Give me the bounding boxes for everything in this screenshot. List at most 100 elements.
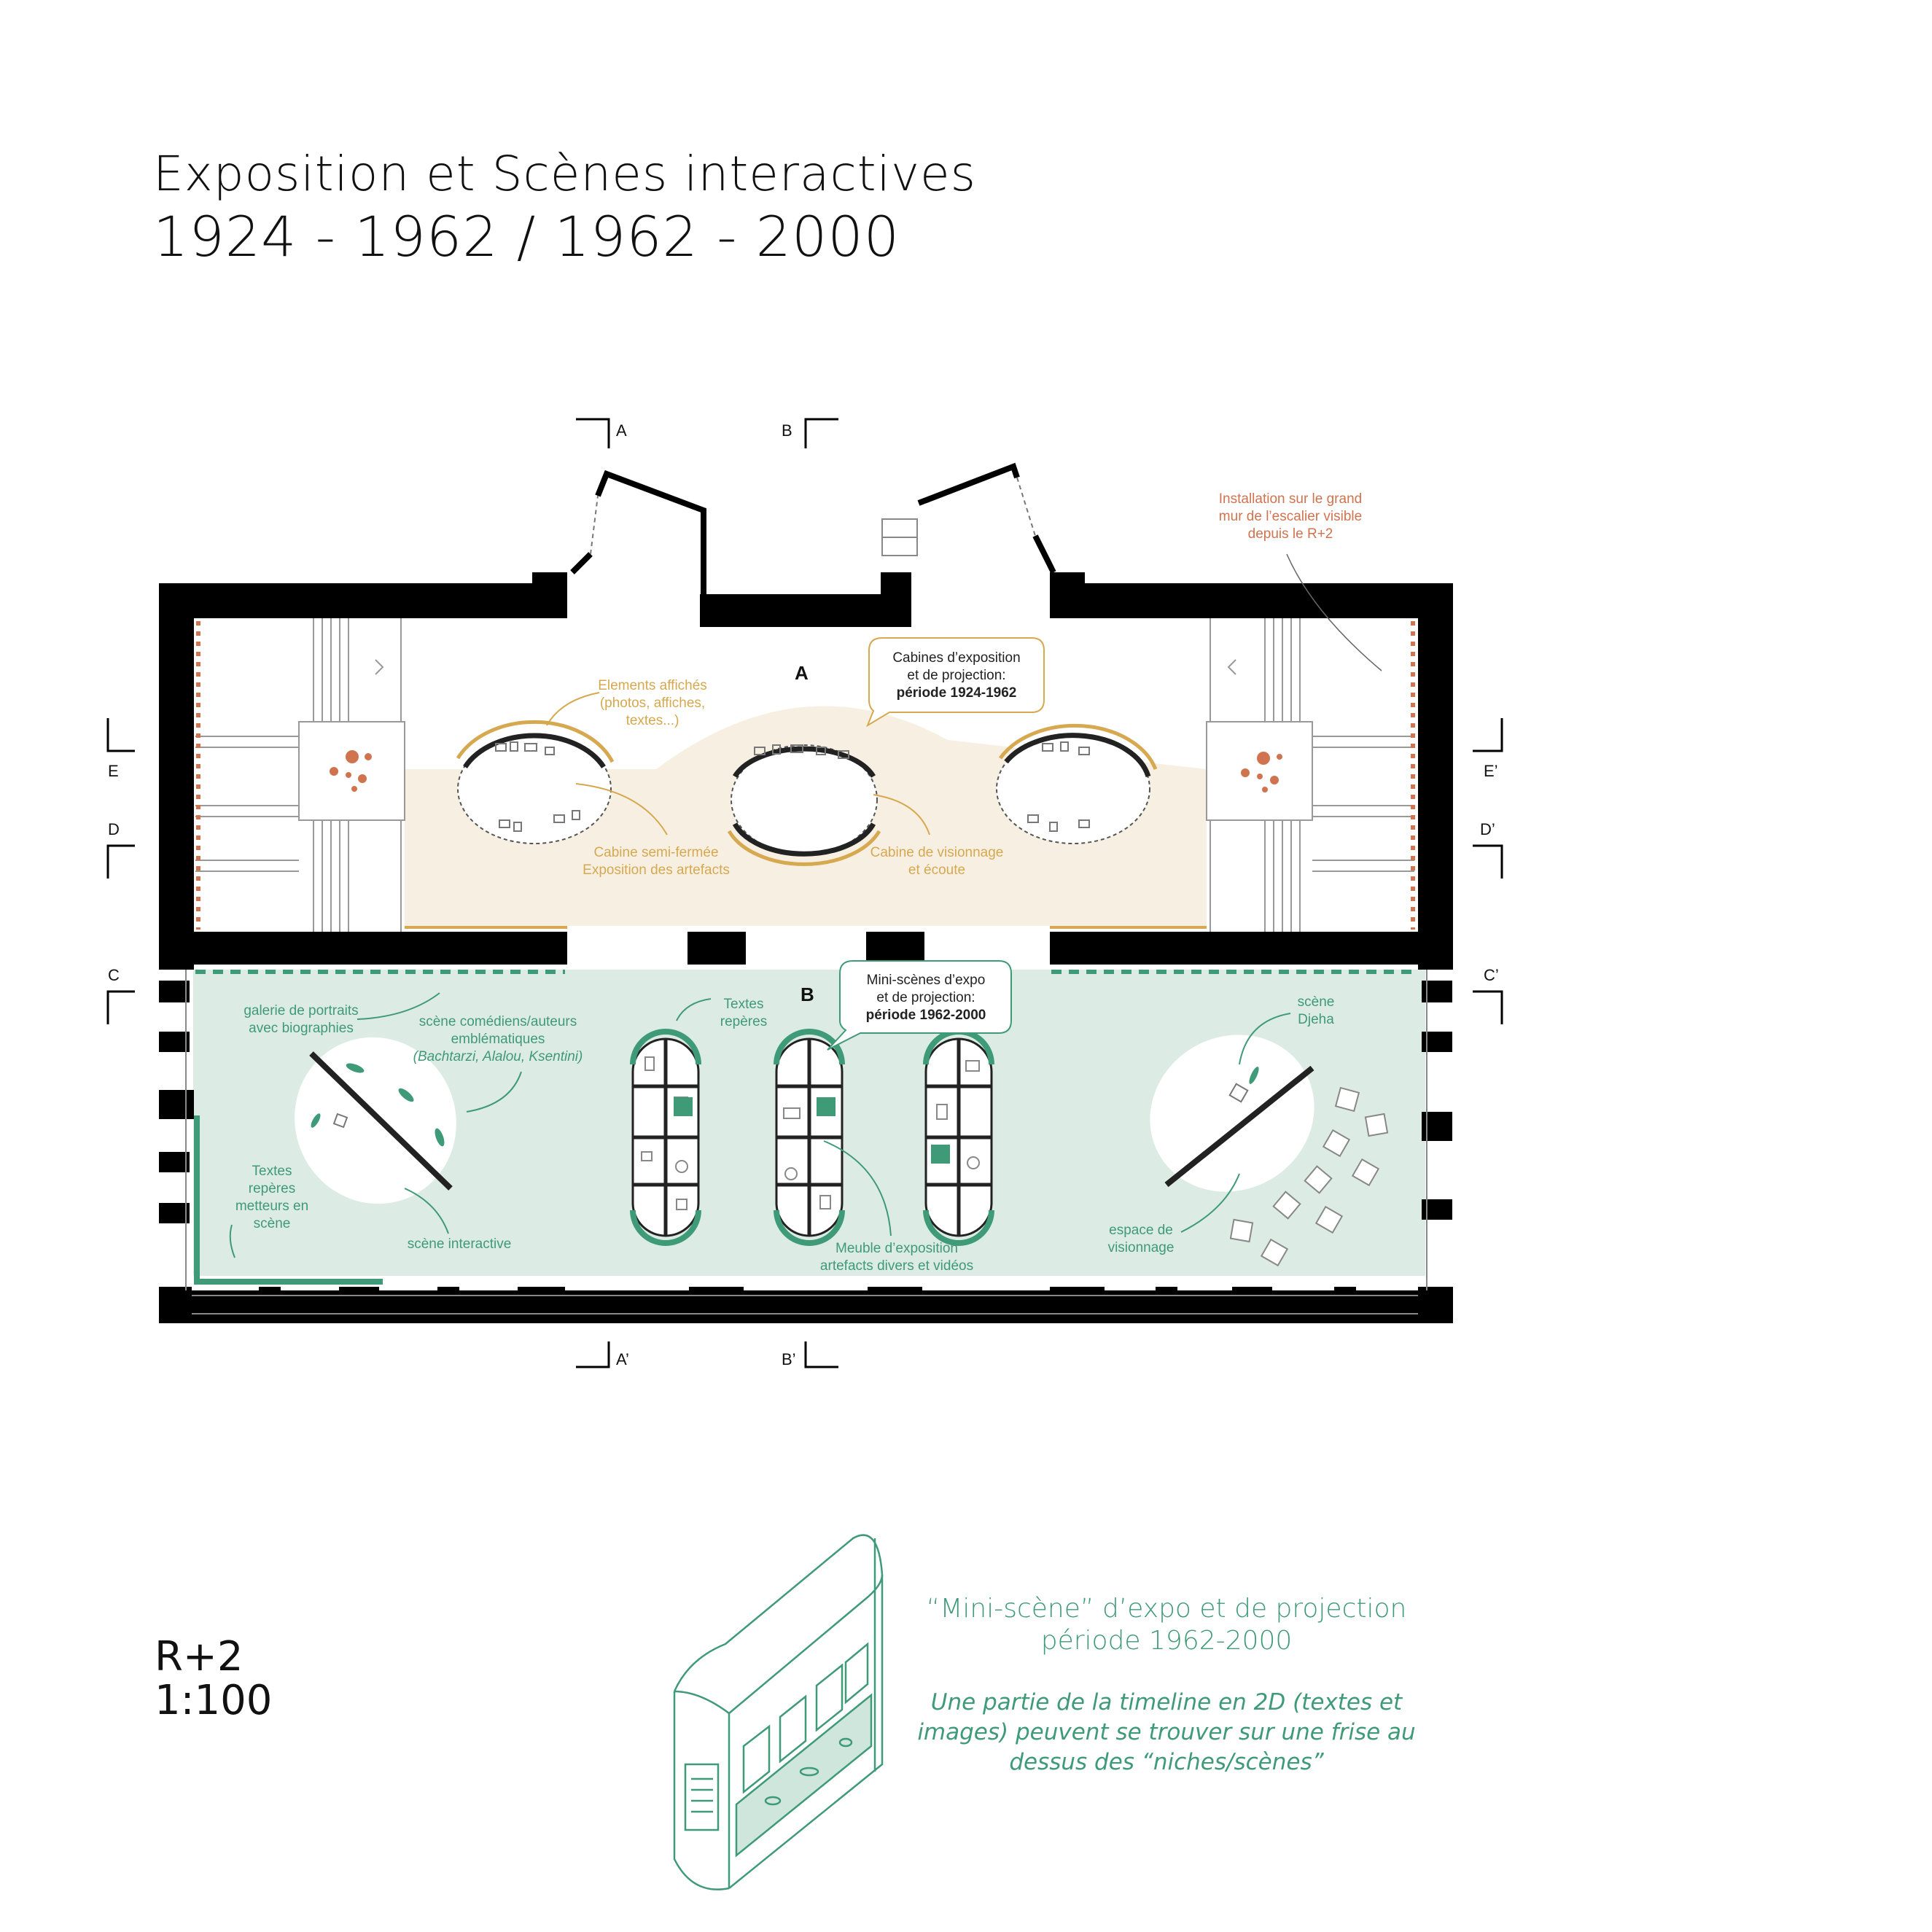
arrow-scene-interactive — [404, 1188, 449, 1234]
section-label-b: B — [782, 421, 792, 440]
svg-text:période 1962-2000: période 1962-2000 — [866, 1008, 986, 1023]
mini-scene-isometric — [673, 1534, 884, 1890]
svg-text:repères: repères — [720, 1014, 767, 1029]
svg-text:Djeha: Djeha — [1298, 1012, 1334, 1027]
level-label: R+2 — [155, 1633, 244, 1680]
arrow-textes-metteurs — [229, 1224, 235, 1258]
annotation-scene-comediens: scène comédiens/auteurs emblématiques (B… — [413, 1014, 583, 1064]
svg-text:scène: scène — [254, 1216, 291, 1231]
svg-text:Textes: Textes — [252, 1164, 292, 1179]
section-label-a: A — [616, 421, 627, 440]
annotation-elements-affiches: Elements affichés (photos, affiches, tex… — [598, 678, 707, 728]
svg-text:visionnage: visionnage — [1108, 1240, 1175, 1255]
stair-landing-left — [298, 721, 405, 821]
callout-mini-scenes-1962: Mini-scènes d’expo et de projection: pér… — [827, 960, 1012, 1051]
svg-text:galerie de portraits: galerie de portraits — [244, 1003, 358, 1018]
annotation-galerie: galerie de portraits avec biographies — [244, 1003, 358, 1036]
drawing-title: Exposition et Scènes interactives — [153, 146, 976, 202]
svg-text:artefacts divers et vidéos: artefacts divers et vidéos — [820, 1258, 973, 1274]
installation-dots-left — [330, 750, 372, 792]
annotation-textes-reperes: Textes repères — [720, 997, 767, 1029]
caption-title-line2: période 1962-2000 — [1040, 1626, 1293, 1656]
svg-text:Elements affichés: Elements affichés — [598, 678, 707, 693]
arrow-textes-reperes — [676, 998, 712, 1021]
annotation-cabine-visionnage: Cabine de visionnage et écoute — [870, 845, 1004, 878]
arrow-scene-djeha — [1239, 1013, 1291, 1065]
interactive-scene — [295, 1037, 456, 1204]
svg-text:(photos, affiches,: (photos, affiches, — [600, 696, 705, 711]
zone-b-letter: B — [801, 983, 814, 1005]
mini-scene-furniture-3 — [923, 1029, 994, 1246]
svg-text:Meuble d’exposition: Meuble d’exposition — [835, 1241, 958, 1256]
svg-text:depuis le R+2: depuis le R+2 — [1248, 526, 1333, 542]
mini-scene-furniture-1 — [630, 1029, 701, 1246]
svg-text:avec biographies: avec biographies — [249, 1021, 354, 1036]
svg-text:mur de l’escalier visible: mur de l’escalier visible — [1219, 509, 1362, 524]
facade-glazing — [185, 970, 1427, 1314]
svg-text:et de projection:: et de projection: — [907, 668, 1005, 683]
annotation-installation: Installation sur le grand mur de l’escal… — [1219, 491, 1362, 542]
annotation-scene-djeha: scène Djeha — [1298, 994, 1335, 1027]
section-label-c: C — [108, 966, 120, 984]
section-label-d-prime: D’ — [1480, 820, 1495, 838]
caption-text-line1: Une partie de la timeline en 2D (textes … — [930, 1689, 1403, 1715]
svg-text:textes...): textes...) — [626, 713, 679, 728]
arrow-galerie — [357, 992, 440, 1020]
caption-text-line2: images) peuvent se trouver sur une frise… — [917, 1719, 1416, 1745]
arrow-installation — [1286, 553, 1382, 671]
annotation-meuble: Meuble d’exposition artefacts divers et … — [820, 1241, 973, 1274]
drawing-subtitle-periods: 1924 - 1962 / 1962 - 2000 — [153, 204, 900, 269]
mini-scene-furniture-2 — [774, 1029, 845, 1246]
section-label-e: E — [108, 762, 119, 780]
svg-text:et de projection:: et de projection: — [876, 990, 975, 1005]
arrow-meuble — [823, 1140, 892, 1236]
zone-a-letter: A — [795, 662, 809, 684]
elevator-lines — [881, 518, 918, 556]
svg-text:Installation sur le grand: Installation sur le grand — [1219, 491, 1362, 507]
svg-text:(Bachtarzi, Alalou, Ksentini): (Bachtarzi, Alalou, Ksentini) — [413, 1049, 583, 1064]
mini-scene-caption-text: Une partie de la timeline en 2D (textes … — [911, 1688, 1422, 1777]
section-marker-labels: A B A’ B’ E E’ D D’ C C’ — [108, 421, 1499, 1368]
mini-scene-caption-title: “Mini-scène” d’expo et de projection pér… — [911, 1593, 1422, 1657]
svg-text:espace de: espace de — [1109, 1223, 1173, 1238]
arrow-cabine-visionnage — [873, 794, 930, 835]
annotation-textes-metteurs: Textes repères metteurs en scène — [235, 1164, 308, 1231]
svg-text:scène comédiens/auteurs: scène comédiens/auteurs — [419, 1014, 577, 1029]
viewing-seats — [1229, 1086, 1389, 1267]
stair-landing-right — [1206, 721, 1313, 821]
arrow-espace-visionnage — [1180, 1173, 1240, 1233]
svg-text:Cabines d’exposition: Cabines d’exposition — [892, 650, 1020, 666]
facade-piers — [159, 1287, 1453, 1323]
section-label-d: D — [108, 820, 120, 838]
callout-cabines-1924: Cabines d’exposition et de projection: p… — [865, 637, 1045, 728]
svg-text:repères: repères — [249, 1181, 295, 1196]
svg-text:emblématiques: emblématiques — [451, 1032, 545, 1047]
section-label-c-prime: C’ — [1484, 966, 1499, 984]
scale-label: 1:100 — [155, 1677, 273, 1724]
stair-tower-dashes — [590, 477, 1036, 555]
cabin-center — [727, 744, 881, 866]
svg-text:Cabine de visionnage: Cabine de visionnage — [870, 845, 1004, 860]
section-label-e-prime: E’ — [1484, 762, 1498, 780]
arrow-elements-affiches — [546, 692, 600, 726]
annotation-cabine-semi-fermee: Cabine semi-fermée Exposition des artefa… — [583, 845, 730, 878]
portrait-gallery-wall — [194, 1115, 383, 1285]
svg-text:Cabine semi-fermée: Cabine semi-fermée — [593, 845, 718, 860]
svg-text:Textes: Textes — [724, 997, 764, 1012]
caption-text-line3: dessus des “niches/scènes” — [1009, 1749, 1324, 1775]
section-label-b-prime: B’ — [782, 1350, 796, 1368]
svg-text:metteurs en: metteurs en — [235, 1199, 308, 1214]
svg-text:Mini-scènes d’expo: Mini-scènes d’expo — [867, 973, 986, 988]
svg-text:scène: scène — [1298, 994, 1335, 1010]
svg-text:et écoute: et écoute — [908, 862, 965, 878]
section-marker-lines — [106, 418, 1503, 1368]
arrow-cabine-semi-fermee — [575, 783, 668, 835]
stair-tower-walls — [570, 462, 1056, 594]
arrow-scene-comediens — [466, 1071, 522, 1113]
svg-text:Exposition des artefacts: Exposition des artefacts — [583, 862, 730, 878]
installation-dots-right — [1241, 752, 1282, 792]
caption-title-line1: “Mini-scène” d’expo et de projection — [926, 1594, 1407, 1624]
svg-text:période 1924-1962: période 1924-1962 — [897, 685, 1017, 701]
section-label-a-prime: A’ — [616, 1350, 629, 1368]
